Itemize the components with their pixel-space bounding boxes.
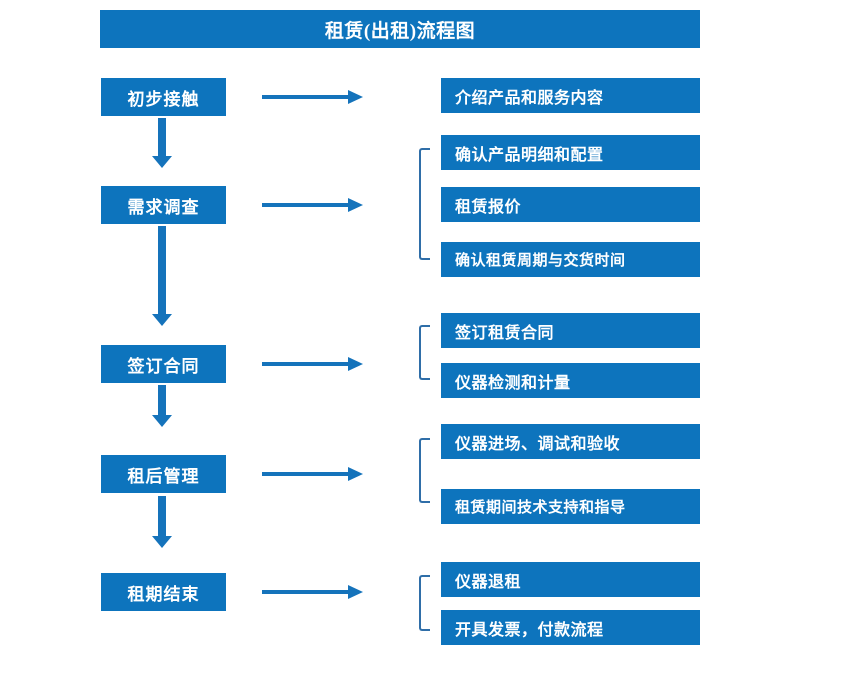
group-bracket-icon: [419, 148, 430, 260]
arrow-shaft: [262, 203, 351, 207]
stage-box-initial-contact[interactable]: 初步接触: [101, 78, 226, 116]
group-bracket-icon: [419, 325, 430, 380]
arrow-shaft: [262, 95, 351, 99]
detail-box-confirm-product-specs[interactable]: 确认产品明细和配置: [441, 135, 700, 170]
arrow-shaft: [158, 226, 166, 315]
detail-box-confirm-rental-period[interactable]: 确认租赁周期与交货时间: [441, 242, 700, 277]
vertical-arrow-icon: [152, 226, 172, 326]
detail-box-instrument-return[interactable]: 仪器退租: [441, 562, 700, 597]
horizontal-arrow-icon: [262, 467, 363, 481]
arrow-head: [348, 90, 363, 104]
arrow-head: [152, 314, 172, 326]
arrow-head: [348, 357, 363, 371]
arrow-head: [152, 156, 172, 168]
detail-box-technical-support[interactable]: 租赁期间技术支持和指导: [441, 489, 700, 524]
horizontal-arrow-icon: [262, 198, 363, 212]
horizontal-arrow-icon: [262, 357, 363, 371]
group-bracket-icon: [419, 575, 430, 631]
arrow-shaft: [262, 472, 351, 476]
arrow-shaft: [158, 496, 166, 537]
detail-box-instrument-onsite-commissioning[interactable]: 仪器进场、调试和验收: [441, 424, 700, 459]
stage-box-needs-survey[interactable]: 需求调查: [101, 186, 226, 224]
arrow-shaft: [262, 590, 351, 594]
group-bracket-icon: [419, 438, 430, 503]
stage-box-post-rental-management[interactable]: 租后管理: [101, 455, 226, 493]
detail-box-introduce-products[interactable]: 介绍产品和服务内容: [441, 78, 700, 113]
arrow-shaft: [158, 118, 166, 157]
arrow-shaft: [158, 385, 166, 416]
arrow-head: [348, 198, 363, 212]
horizontal-arrow-icon: [262, 90, 363, 104]
arrow-head: [348, 585, 363, 599]
detail-box-rental-quote[interactable]: 租赁报价: [441, 187, 700, 222]
detail-box-instrument-inspection[interactable]: 仪器检测和计量: [441, 363, 700, 398]
vertical-arrow-icon: [152, 385, 172, 427]
arrow-head: [348, 467, 363, 481]
arrow-shaft: [262, 362, 351, 366]
vertical-arrow-icon: [152, 496, 172, 548]
stage-box-sign-contract[interactable]: 签订合同: [101, 345, 226, 383]
page-title: 租赁(出租)流程图: [100, 10, 700, 48]
stage-box-rental-end[interactable]: 租期结束: [101, 573, 226, 611]
detail-box-sign-rental-contract[interactable]: 签订租赁合同: [441, 313, 700, 348]
vertical-arrow-icon: [152, 118, 172, 168]
arrow-head: [152, 536, 172, 548]
arrow-head: [152, 415, 172, 427]
horizontal-arrow-icon: [262, 585, 363, 599]
detail-box-invoice-payment[interactable]: 开具发票，付款流程: [441, 610, 700, 645]
